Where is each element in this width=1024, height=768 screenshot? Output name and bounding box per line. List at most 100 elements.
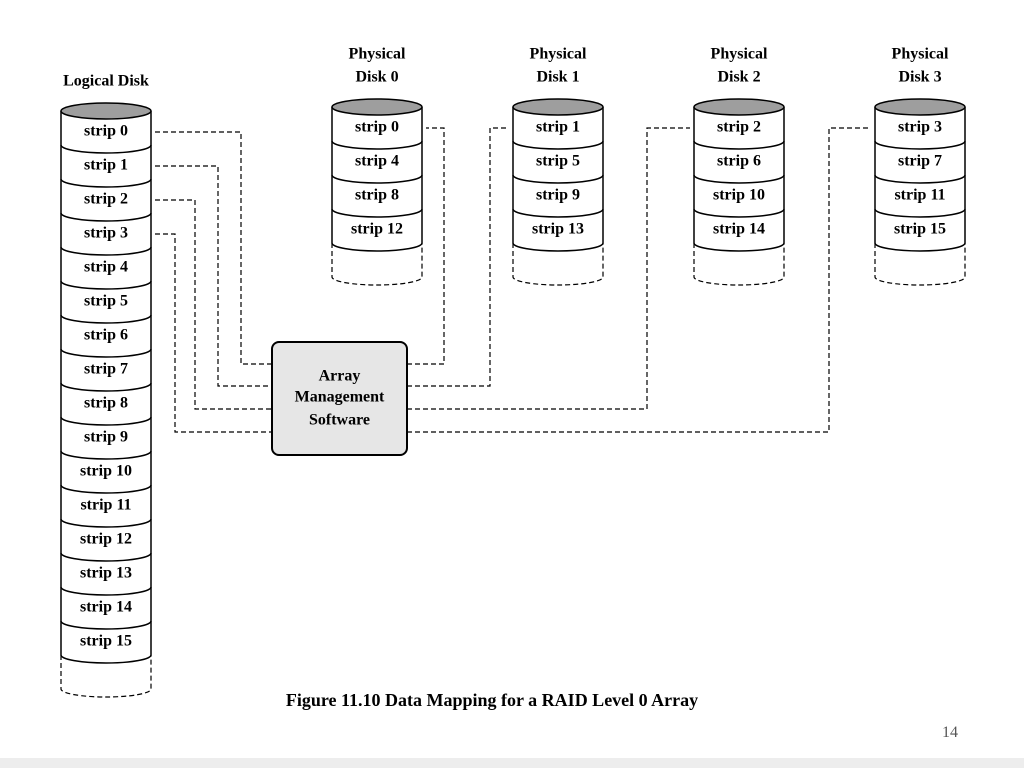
software-box-line-0: Array xyxy=(319,368,361,385)
array-management-software-box xyxy=(271,341,408,456)
physical-disk-2-strip-divider xyxy=(693,174,785,184)
physical-disk-0-strip-label: strip 8 xyxy=(355,187,399,204)
physical-disk-0-strip-divider xyxy=(331,208,423,218)
logical-disk-strip-divider xyxy=(60,144,152,154)
physical-disk-3 xyxy=(874,98,966,286)
logical-disk-strip-label: strip 3 xyxy=(84,225,128,242)
figure-caption: Figure 11.10 Data Mapping for a RAID Lev… xyxy=(285,690,699,710)
physical-disk-1-strip-divider xyxy=(512,208,604,218)
physical-disk-1-strip-label: strip 5 xyxy=(536,153,580,170)
physical-disk-2-dashed-end xyxy=(693,243,785,286)
physical-disk-3-strip-divider xyxy=(874,140,966,150)
raid0-diagram: Logical Disk strip 0 strip 1 strip 2 strip 3… xyxy=(60,46,966,698)
physical-disk-1-strip-label: strip 1 xyxy=(536,119,580,136)
physical-disk-1 xyxy=(512,98,604,286)
logical-disk-strip-divider xyxy=(60,620,152,630)
physical-disk-2-strip-label: strip 14 xyxy=(713,221,765,238)
physical-disk-2-strip-label: strip 10 xyxy=(713,187,765,204)
physical-disk-0-strip-label: strip 0 xyxy=(355,119,399,136)
logical-disk-strip-divider xyxy=(60,178,152,188)
physical-disk-2-title-line2: Disk 2 xyxy=(717,69,760,86)
physical-disk-3-strip-divider xyxy=(874,242,966,252)
physical-disk-1-strip-label: strip 13 xyxy=(532,221,584,238)
physical-disk-0-strip-divider xyxy=(331,140,423,150)
logical-disk-dashed-end xyxy=(60,655,152,698)
physical-disk-3-strip-label: strip 15 xyxy=(894,221,946,238)
physical-disk-0-dashed-end xyxy=(331,243,423,286)
connector-logical-strip-0-to-software xyxy=(155,131,272,365)
connector-logical-strip-1-to-software xyxy=(155,165,272,387)
logical-disk-top xyxy=(60,102,152,120)
logical-disk-strip-divider xyxy=(60,654,152,664)
logical-disk-strip-label: strip 13 xyxy=(80,565,132,582)
logical-disk-strip-divider xyxy=(60,518,152,528)
logical-disk-strip-label: strip 5 xyxy=(84,293,128,310)
logical-disk-strip-divider xyxy=(60,246,152,256)
logical-disk-strip-label: strip 10 xyxy=(80,463,132,480)
physical-disk-3-title-line2: Disk 3 xyxy=(898,69,941,86)
physical-disk-1-top xyxy=(512,98,604,116)
logical-disk-strip-label: strip 7 xyxy=(84,361,128,378)
physical-disk-1-strip-divider xyxy=(512,242,604,252)
logical-disk-strip-label: strip 2 xyxy=(84,191,128,208)
physical-disk-3-dashed-end xyxy=(874,243,966,286)
logical-disk-strip-label: strip 4 xyxy=(84,259,128,276)
physical-disk-2-title-line1: Physical xyxy=(711,46,768,63)
logical-disk-strip-label: strip 15 xyxy=(80,633,132,650)
software-box-line-1: Management xyxy=(295,389,385,406)
logical-disk-strip-label: strip 11 xyxy=(80,497,131,514)
logical-disk-strip-divider xyxy=(60,314,152,324)
logical-disk-strip-label: strip 1 xyxy=(84,157,128,174)
software-box-line-2: Software xyxy=(309,412,370,429)
logical-disk-strip-label: strip 12 xyxy=(80,531,132,548)
logical-disk-strip-divider xyxy=(60,552,152,562)
logical-disk-title: Logical Disk xyxy=(63,73,149,90)
connector-software-to-physical-disk-3 xyxy=(407,127,871,433)
connector-software-to-physical-disk-0 xyxy=(407,127,445,365)
physical-disk-3-strip-label: strip 7 xyxy=(898,153,942,170)
physical-disk-1-strip-divider xyxy=(512,140,604,150)
physical-disk-0-strip-divider xyxy=(331,174,423,184)
physical-disk-1-dashed-end xyxy=(512,243,604,286)
physical-disk-3-title-line1: Physical xyxy=(892,46,949,63)
physical-disk-2-top xyxy=(693,98,785,116)
logical-disk-strip-divider xyxy=(60,484,152,494)
physical-disk-1-title-line1: Physical xyxy=(530,46,587,63)
logical-disk-strip-label: strip 9 xyxy=(84,429,128,446)
physical-disk-2-strip-divider xyxy=(693,208,785,218)
logical-disk-strip-divider xyxy=(60,348,152,358)
logical-disk-strip-divider xyxy=(60,212,152,222)
bottom-bar xyxy=(0,758,1024,768)
physical-disk-1-strip-divider xyxy=(512,174,604,184)
physical-disk-3-strip-label: strip 3 xyxy=(898,119,942,136)
physical-disk-0-title-line2: Disk 0 xyxy=(355,69,398,86)
physical-disk-2 xyxy=(693,98,785,286)
physical-disk-2-strip-divider xyxy=(693,140,785,150)
physical-disk-2-strip-label: strip 6 xyxy=(717,153,761,170)
logical-disk-strip-divider xyxy=(60,382,152,392)
logical-disk-strip-divider xyxy=(60,450,152,460)
physical-disk-3-top xyxy=(874,98,966,116)
physical-disk-0-strip-label: strip 4 xyxy=(355,153,399,170)
logical-disk xyxy=(60,102,152,698)
connector-software-to-physical-disk-2 xyxy=(407,127,690,410)
physical-disk-2-strip-label: strip 2 xyxy=(717,119,761,136)
logical-disk-strip-label: strip 0 xyxy=(84,123,128,140)
logical-disk-strip-label: strip 14 xyxy=(80,599,132,616)
connector-software-to-physical-disk-1 xyxy=(407,127,509,387)
physical-disk-0 xyxy=(331,98,423,286)
connector-logical-strip-2-to-software xyxy=(155,199,272,410)
logical-disk-strip-divider xyxy=(60,280,152,290)
physical-disk-1-strip-label: strip 9 xyxy=(536,187,580,204)
connector-logical-strip-3-to-software xyxy=(155,233,272,433)
logical-disk-strip-divider xyxy=(60,586,152,596)
physical-disk-3-strip-label: strip 11 xyxy=(894,187,945,204)
physical-disk-2-strip-divider xyxy=(693,242,785,252)
logical-disk-strip-label: strip 6 xyxy=(84,327,128,344)
physical-disk-3-strip-divider xyxy=(874,174,966,184)
physical-disk-0-strip-label: strip 12 xyxy=(351,221,403,238)
logical-disk-strip-divider xyxy=(60,416,152,426)
physical-disk-3-strip-divider xyxy=(874,208,966,218)
logical-disk-strip-label: strip 8 xyxy=(84,395,128,412)
